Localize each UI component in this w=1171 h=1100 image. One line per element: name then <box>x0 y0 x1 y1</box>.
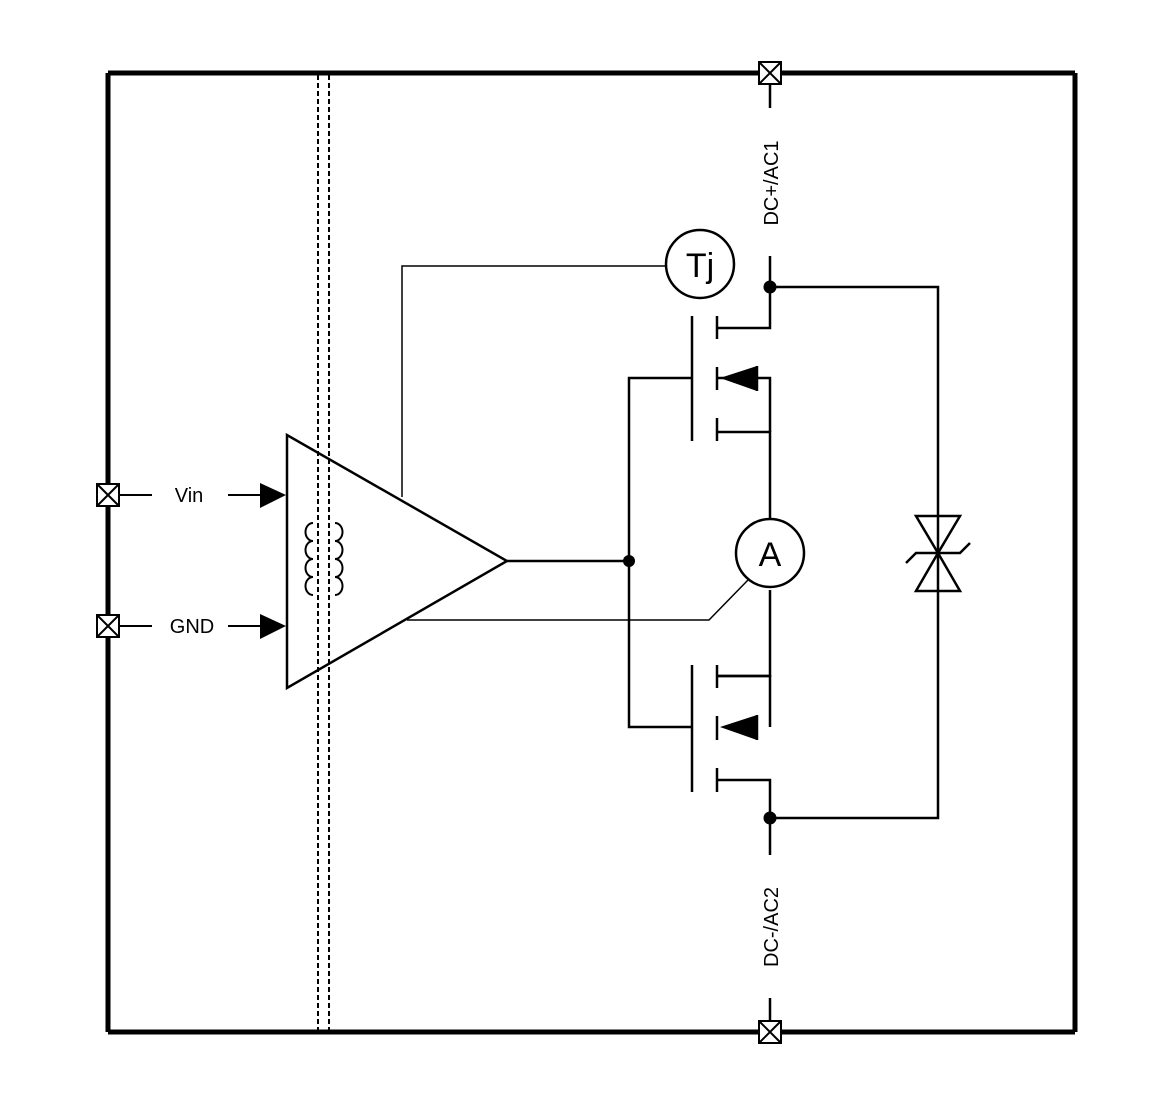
gate-drive-wiring <box>507 376 692 729</box>
signal-wiring <box>401 265 749 621</box>
dc-plus-label: DC+/AC1 <box>761 140 783 225</box>
tvs-diode-icon <box>905 514 971 593</box>
gnd-label: GND <box>170 616 214 638</box>
terminal-dc-plus <box>758 61 782 85</box>
lower-body-diode-icon <box>720 715 757 740</box>
dc-plus-junction-dot <box>763 280 777 294</box>
terminal-dc-minus <box>758 1020 782 1044</box>
vin-label: Vin <box>175 485 204 507</box>
input-leads <box>119 494 262 627</box>
gate-junction-dot <box>623 555 635 567</box>
dc-minus-label: DC-/AC2 <box>761 887 783 967</box>
isolation-barrier <box>317 75 330 1030</box>
terminal-gnd <box>96 614 120 638</box>
gnd-arrow-icon <box>260 614 286 639</box>
dc-minus-junction-dot <box>763 811 777 825</box>
lower-mosfet <box>690 590 772 855</box>
temperature-sensor-label: Tj <box>686 247 714 285</box>
upper-body-diode-icon <box>720 366 757 391</box>
package-outline <box>105 70 1078 1035</box>
temperature-sensor <box>664 228 736 300</box>
vin-arrow-icon <box>260 483 286 508</box>
isolation-transformer-icon <box>304 522 344 596</box>
current-sensor <box>734 517 806 589</box>
current-sensor-label: A <box>759 536 782 574</box>
terminal-vin <box>96 483 120 507</box>
isolated-driver-amplifier <box>285 432 510 691</box>
